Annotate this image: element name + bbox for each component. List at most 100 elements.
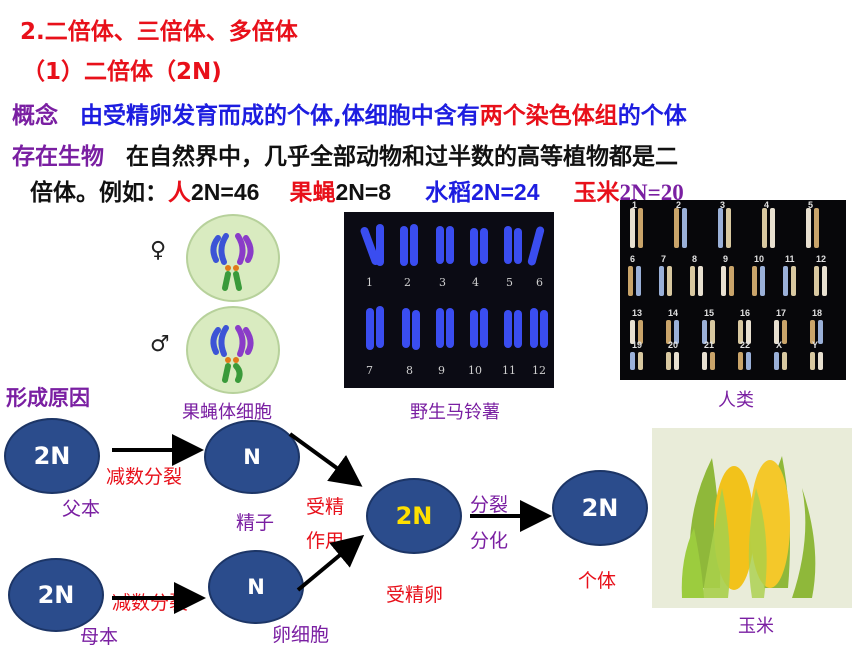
arrow-sperm-to-zygote xyxy=(288,432,363,487)
examples-line: 倍体。例如：人2N=46 果蝇2N=8 水稻2N=24 玉米2N=20 xyxy=(30,173,684,207)
karyotype-number: 4 xyxy=(764,200,770,210)
caption-drosophila-cells: 果蝇体细胞 xyxy=(182,402,272,423)
caption-human: 人类 xyxy=(718,390,754,411)
example-human-name: 人 xyxy=(168,180,191,206)
potato-chromosome xyxy=(410,224,418,266)
potato-number: 8 xyxy=(406,364,413,377)
concept-highlight: 两个染色体组 xyxy=(479,103,618,129)
karyotype-number: 1 xyxy=(632,200,638,210)
potato-chromosome xyxy=(400,226,408,266)
individual-label: 个体 xyxy=(578,570,617,592)
karyotype-chromosome xyxy=(710,320,715,344)
fertilization-label-1: 受精 xyxy=(306,496,345,518)
karyotype-chromosome xyxy=(638,320,643,344)
karyotype-chromosome xyxy=(702,352,707,370)
karyotype-number: 18 xyxy=(812,308,823,318)
potato-chromosome-image: 1 2 3 4 5 6 7 8 9 10 11 12 xyxy=(344,212,554,388)
karyotype-number: 11 xyxy=(785,254,795,264)
potato-chromosome xyxy=(470,310,478,348)
karyotype-chromosome xyxy=(762,208,767,248)
male-chromosomes-icon xyxy=(210,325,254,383)
egg-circle: N xyxy=(208,550,304,624)
potato-chromosome xyxy=(436,308,444,348)
karyotype-number: 20 xyxy=(668,340,679,350)
karyotype-chromosome xyxy=(674,208,679,248)
mother-circle: 2N xyxy=(8,558,104,632)
karyotype-chromosome xyxy=(666,320,671,344)
existence-text-2: 倍体。例如： xyxy=(30,180,168,206)
zygote-label: 受精卵 xyxy=(386,584,444,606)
individual-circle: 2N xyxy=(552,470,648,546)
potato-number: 1 xyxy=(366,276,373,289)
karyotype-chromosome xyxy=(690,266,695,296)
potato-chromosome xyxy=(412,310,420,350)
karyotype-chromosome xyxy=(806,208,811,248)
potato-chromosome xyxy=(366,308,374,350)
karyotype-chromosome xyxy=(814,208,819,248)
zygote-circle: 2N xyxy=(366,478,462,554)
concept-text-2: 的个体 xyxy=(617,103,687,129)
subsection-title: （1）二倍体（2N) xyxy=(22,59,222,85)
caption-potato: 野生马铃薯 xyxy=(410,402,500,423)
potato-number: 10 xyxy=(468,364,482,377)
potato-chromosome xyxy=(402,308,410,348)
potato-number: 6 xyxy=(536,276,543,289)
potato-chromosome xyxy=(376,224,384,266)
female-chromosomes-icon xyxy=(210,233,254,291)
karyotype-chromosome xyxy=(638,352,643,370)
potato-chromosome xyxy=(480,228,488,264)
example-rice-name: 水稻 xyxy=(425,180,472,206)
karyotype-number: 10 xyxy=(754,254,765,264)
karyotype-number: 16 xyxy=(740,308,751,318)
cause-label: 形成原因 xyxy=(6,386,90,410)
father-circle: 2N xyxy=(4,418,100,494)
karyotype-chromosome xyxy=(674,352,679,370)
karyotype-chromosome xyxy=(630,208,635,248)
karyotype-number: 6 xyxy=(630,254,636,264)
karyotype-chromosome xyxy=(738,320,743,344)
mother-label: 母本 xyxy=(80,626,119,648)
karyotype-number: 7 xyxy=(661,254,667,264)
potato-number: 5 xyxy=(506,276,513,289)
existence-line: 存在生物 在自然界中，几乎全部动物和过半数的高等植物都是二 xyxy=(12,137,678,171)
potato-number: 2 xyxy=(404,276,411,289)
concept-text-1: 由受精卵发育而成的个体,体细胞中含有 xyxy=(80,103,480,129)
potato-chromosome xyxy=(504,310,512,348)
father-label: 父本 xyxy=(62,498,101,520)
karyotype-number: X xyxy=(776,340,783,350)
karyotype-chromosome xyxy=(752,266,757,296)
karyotype-number: 14 xyxy=(668,308,679,318)
karyotype-chromosome xyxy=(738,352,743,370)
karyotype-chromosome xyxy=(814,266,819,296)
karyotype-chromosome xyxy=(810,352,815,370)
karyotype-chromosome xyxy=(630,320,635,344)
example-rice-value: 2N=24 xyxy=(471,179,540,205)
karyotype-number: Y xyxy=(812,340,819,350)
concept-label: 概念 xyxy=(12,103,58,129)
karyotype-chromosome xyxy=(822,266,827,296)
potato-chromosome xyxy=(480,308,488,348)
karyotype-number: 21 xyxy=(704,340,715,350)
example-fly-name: 果蝇 xyxy=(289,180,336,206)
karyotype-chromosome xyxy=(760,266,765,296)
karyotype-chromosome xyxy=(702,320,707,344)
karyotype-chromosome xyxy=(630,352,635,370)
karyotype-chromosome xyxy=(810,320,815,344)
karyotype-chromosome xyxy=(666,352,671,370)
karyotype-number: 3 xyxy=(720,200,726,210)
potato-chromosome xyxy=(436,226,444,264)
karyotype-chromosome xyxy=(721,266,726,296)
example-fly-value: 2N=8 xyxy=(335,179,392,205)
potato-number: 4 xyxy=(472,276,479,289)
karyotype-chromosome xyxy=(774,352,779,370)
potato-chromosome xyxy=(376,306,384,348)
potato-chromosome xyxy=(530,308,538,348)
karyotype-chromosome xyxy=(774,320,779,344)
corn-icon xyxy=(681,456,816,598)
potato-number: 9 xyxy=(438,364,445,377)
karyotype-chromosome xyxy=(667,266,672,296)
karyotype-number: 9 xyxy=(723,254,729,264)
example-corn-name: 玉米 xyxy=(573,180,620,206)
female-fly-cell xyxy=(186,214,280,302)
